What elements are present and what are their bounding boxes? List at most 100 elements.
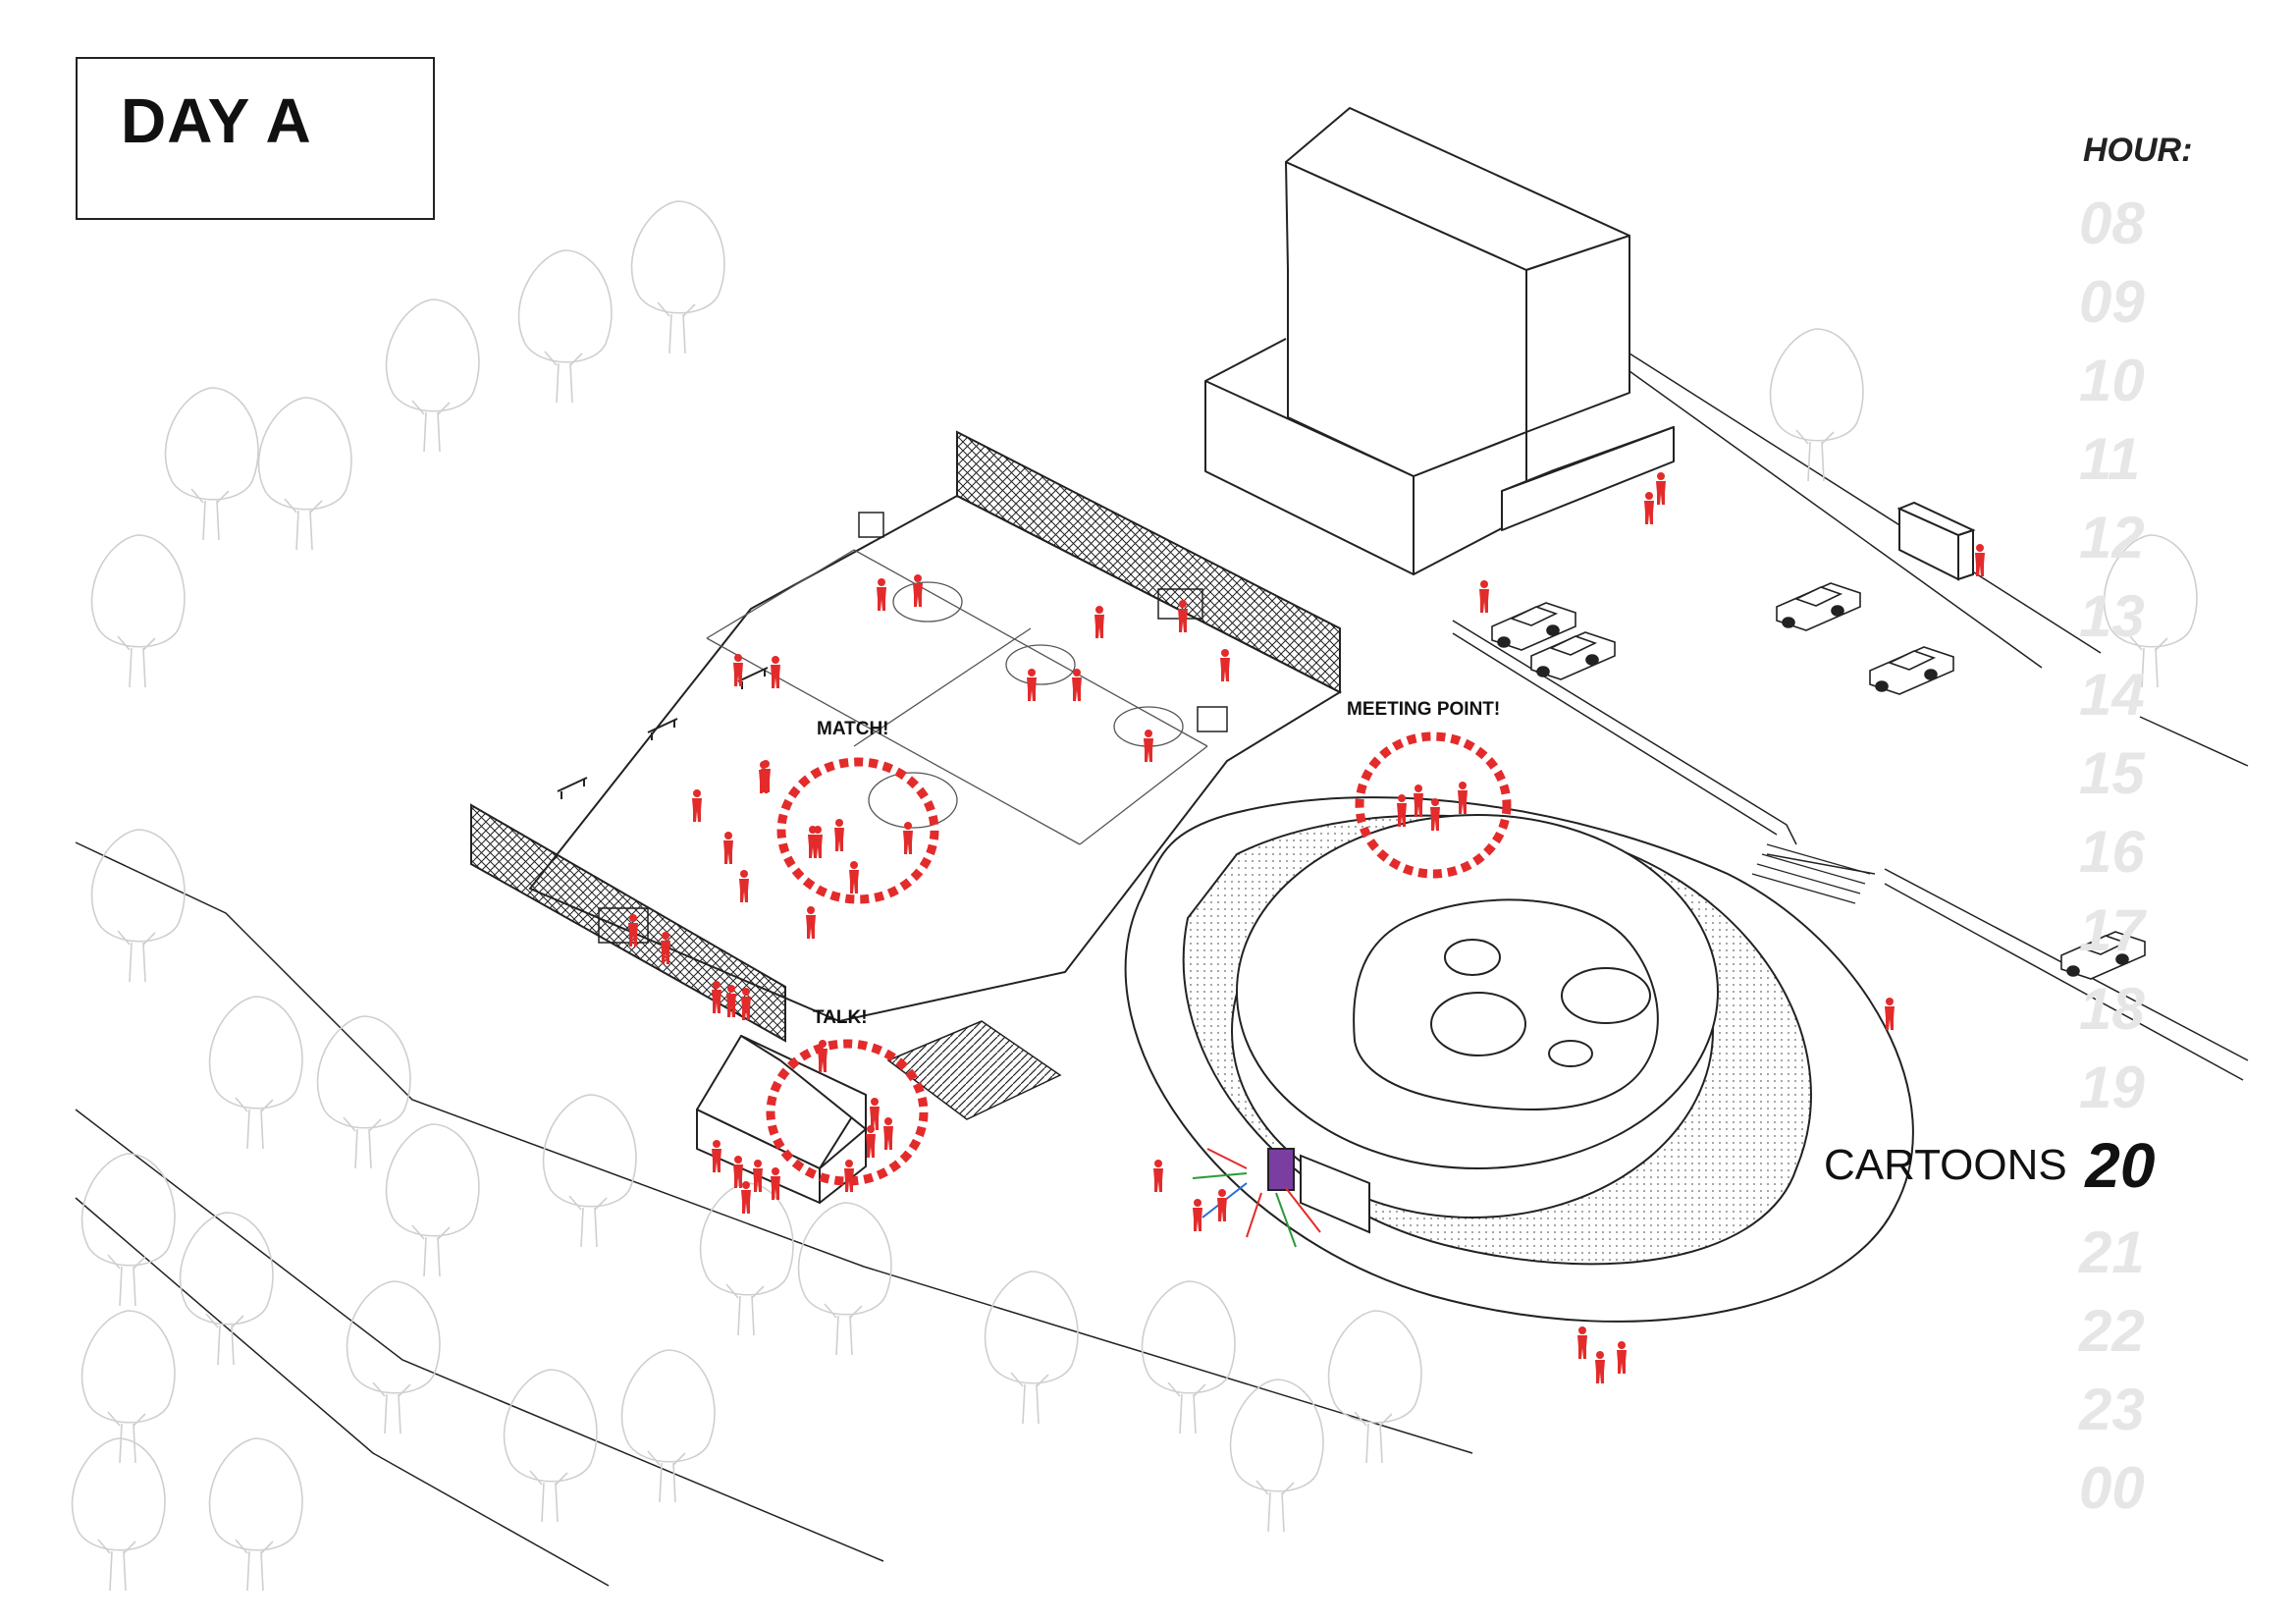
person-icon [844, 1160, 854, 1192]
car-icon [2060, 931, 2146, 980]
hour-item: 23 [2079, 1377, 2145, 1442]
person-icon [903, 822, 913, 854]
person-icon [813, 826, 823, 858]
person-icon [741, 1181, 751, 1214]
tree-icon [517, 249, 613, 404]
person-icon [1397, 794, 1407, 827]
hour-item: 10 [2079, 348, 2145, 413]
car-icon [1869, 646, 1954, 695]
person-icon [1217, 1189, 1227, 1221]
tree-icon [164, 387, 259, 541]
hour-item: 11 [2079, 426, 2141, 492]
title-box: DAY A [76, 57, 435, 220]
person-icon [1178, 600, 1188, 632]
stairs [1751, 843, 1871, 904]
person-icon [1577, 1326, 1587, 1359]
person-icon [661, 932, 670, 964]
person-icon [1220, 649, 1230, 681]
tree-icon [179, 1212, 274, 1366]
person-icon [806, 906, 816, 939]
person-icon [1027, 669, 1037, 701]
match-circle [776, 757, 939, 904]
person-icon [771, 656, 780, 688]
fence-back [956, 430, 1341, 694]
person-icon [1430, 798, 1440, 831]
hour-item: 14 [2079, 662, 2145, 728]
hour-item: 17 [2079, 897, 2145, 963]
hour-item: 19 [2079, 1055, 2145, 1120]
person-icon [1479, 580, 1489, 613]
person-icon [913, 574, 923, 607]
tree-icon [385, 1123, 480, 1277]
match-label: MATCH! [817, 719, 889, 739]
tree-icon [699, 1182, 794, 1336]
highlight-circles [766, 731, 1512, 1186]
hour-item: 12 [2079, 505, 2145, 570]
person-icon [1095, 606, 1104, 638]
projection-screen [1267, 1148, 1295, 1191]
tree-icon [542, 1094, 637, 1248]
tree-group [71, 200, 2198, 1592]
hour-item: 15 [2079, 740, 2145, 806]
tree-icon [630, 200, 725, 354]
tree-icon [1141, 1280, 1236, 1435]
person-icon [883, 1117, 893, 1150]
tree-icon [80, 1153, 176, 1307]
person-icon [726, 985, 736, 1017]
person-icon [1595, 1351, 1605, 1383]
person-icon [1617, 1341, 1627, 1374]
person-icon [692, 789, 702, 822]
person-icon [741, 988, 751, 1020]
person-icon [733, 654, 743, 686]
road-lines [75, 352, 2249, 1587]
hour-item: 00 [2079, 1455, 2145, 1521]
people-group [628, 472, 1985, 1383]
tree-icon [620, 1349, 716, 1503]
person-icon [1153, 1160, 1163, 1192]
person-icon [834, 819, 844, 851]
person-icon [1072, 669, 1082, 701]
car-icon [1491, 602, 1576, 651]
tree-icon [257, 397, 352, 551]
talk-circle [766, 1039, 929, 1186]
person-icon [1656, 472, 1666, 505]
tree-icon [90, 829, 186, 983]
tree-icon [1327, 1310, 1422, 1464]
car-icon [1776, 582, 1861, 631]
person-icon [1975, 544, 1985, 576]
hour-label: HOUR: [2083, 132, 2193, 169]
person-icon [849, 861, 859, 893]
parked-cars [1491, 582, 2146, 980]
active-event-hour: 20 [2085, 1130, 2156, 1201]
tree-icon [90, 534, 186, 688]
car-icon [1530, 631, 1616, 680]
person-icon [739, 870, 749, 902]
person-icon [1644, 492, 1654, 524]
person-icon [628, 914, 638, 947]
striped-deck [886, 1020, 1062, 1120]
meeting-point-circle [1355, 731, 1512, 879]
person-icon [771, 1167, 780, 1200]
hour-item: 16 [2079, 819, 2145, 885]
tree-icon [503, 1369, 598, 1523]
tree-icon [2103, 534, 2198, 688]
circular-building [1124, 796, 1914, 1323]
tree-icon [71, 1437, 166, 1592]
person-icon [712, 1140, 721, 1172]
active-event-name: CARTOONS [1824, 1141, 2067, 1189]
meeting-point-label: MEETING POINT! [1347, 699, 1500, 720]
tree-icon [1229, 1379, 1324, 1533]
person-icon [1193, 1199, 1202, 1231]
tree-icon [208, 1437, 303, 1592]
hour-item: 08 [2079, 190, 2145, 256]
person-icon [712, 981, 721, 1013]
hour-item: 13 [2079, 583, 2145, 649]
person-icon [870, 1098, 880, 1130]
active-event: CARTOONS 20 [1824, 1129, 2216, 1208]
church-building [1204, 107, 1675, 575]
hour-item: 22 [2079, 1298, 2145, 1364]
tree-icon [385, 298, 480, 453]
person-icon [866, 1125, 876, 1158]
